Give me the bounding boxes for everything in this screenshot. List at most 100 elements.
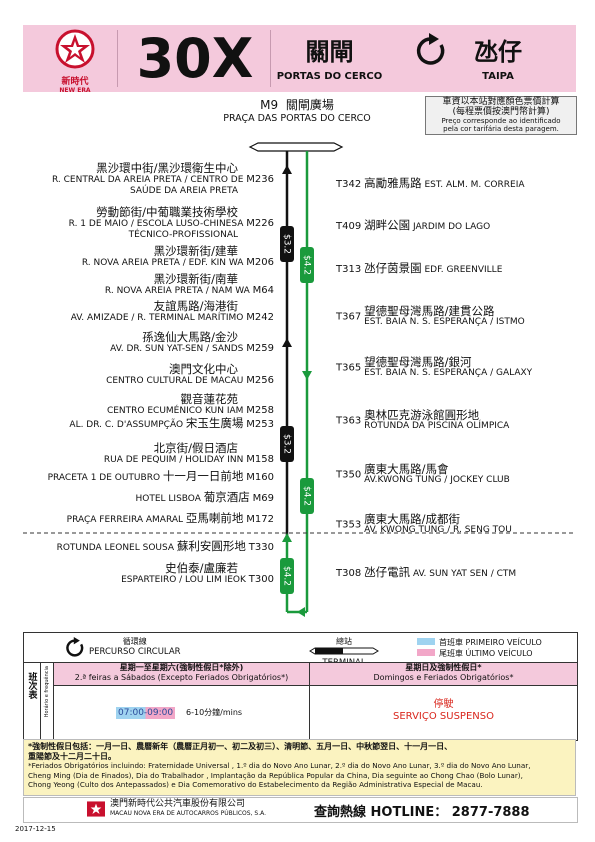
stop-code: M69: [252, 493, 274, 504]
fare-pill-black: [280, 426, 294, 462]
stop-pt: PRACETA 1 DE OUTUBRO: [47, 473, 161, 483]
terminal-bar-icon: [309, 647, 379, 655]
stop-zh: 友誼馬路/海港街: [153, 299, 238, 313]
stop-pt: PRAÇA FERREIRA AMARAL: [66, 515, 184, 525]
terminal-code: M9: [260, 98, 279, 112]
fare-label: $4.2: [282, 566, 292, 586]
stop-zh: 奧林匹克游泳館圓形地: [364, 408, 480, 422]
stop-zh: 望德聖母灣馬路/銀河: [364, 355, 472, 369]
stop-zh: 黑沙環中街/黑沙環衛生中心: [96, 161, 238, 175]
stop-code: T308: [336, 568, 362, 579]
hotline-zh: 查詢熱線: [314, 805, 367, 820]
stop-pt: R. CENTRAL DA AREIA PRETA / CENTRO DE: [51, 175, 244, 185]
stop-pt: EST. BAIA N. S. ESPERANÇA / ISTMO: [364, 317, 525, 327]
stop-zh: 宋玉生廣場: [185, 416, 244, 430]
stop-code: M172: [246, 514, 274, 525]
stop-zh: 蘇利安圓形地: [176, 539, 246, 553]
notes-pt: Chong Yeong (Culto dos Antepassados) e D…: [28, 780, 483, 789]
weekend-zh: 星期日及強制性假日*: [405, 663, 482, 672]
route-number: 30X: [136, 27, 254, 90]
first-bus-swatch: [417, 638, 435, 645]
schedule-side-pt: Horário e frequência: [44, 666, 50, 718]
destination: 氹仔 TAIPA: [458, 32, 538, 82]
direction-arrow-icon: [282, 533, 292, 542]
logo-name-en: NEW ERA: [59, 87, 91, 94]
stop-zh: 北京街/假日酒店: [153, 441, 238, 455]
legend-terminal-zh: 總站: [336, 637, 352, 646]
weekday-header: 星期一至星期六(強制性假日*除外) 2.ª feiras a Sábados (…: [54, 663, 310, 686]
header-banner: [23, 25, 576, 92]
service-frequency: 6-10分鐘/mins: [186, 708, 243, 717]
stop-zh: 黑沙環新街/南華: [153, 272, 238, 286]
stop-zh: 湖畔公園: [364, 218, 411, 232]
stop-zh: 澳門文化中心: [169, 362, 238, 376]
stop-pt: HOTEL LISBOA: [135, 494, 201, 504]
legend-last-zh: 尾班車: [439, 649, 463, 658]
stop-pt: R. 1 DE MAIO / ESCOLA LUSO-CHINESA: [68, 219, 244, 229]
stop-code: M226: [246, 218, 274, 229]
stop-item: AL. DR. C. D'ASSUMPÇÃO 宋玉生廣場 M253: [69, 416, 274, 431]
stop-pt: EST. ALM. M. CORREIA: [424, 180, 525, 190]
direction-arrow-icon: [282, 165, 292, 174]
legend-circular: 循環線 PERCURSO CIRCULAR: [89, 637, 181, 657]
terminal-pt: PRAÇA DAS PORTAS DO CERCO: [223, 113, 371, 124]
star-logo-icon: [87, 801, 105, 817]
stop-pt: TÉCNICO-PROFISSIONAL: [128, 230, 238, 240]
fare-note-line: Preço corresponde ao identificado: [441, 117, 561, 125]
weekday-pt: 2.ª feiras a Sábados (Excepto Feriados O…: [74, 673, 289, 682]
stop-zh: 廣東大馬路/馬會: [364, 462, 449, 476]
hotline: 查詢熱線 HOTLINE： 2877-7888: [314, 801, 530, 820]
stop-pt: ESPARTEIRO / LOU LIM IEOK: [121, 575, 246, 585]
origin-pt: PORTAS DO CERCO: [276, 71, 383, 82]
stop-code: T300: [248, 574, 274, 585]
weekend-pt: Domingos e Feriados Obrigatórios*: [373, 673, 514, 682]
destination-pt: TAIPA: [482, 71, 514, 82]
stop-item: T342 高勵雅馬路 EST. ALM. M. CORREIA: [336, 177, 525, 191]
header-divider: [270, 30, 271, 87]
last-bus-swatch: [417, 649, 435, 656]
schedule-side-zh: 班次表: [26, 672, 37, 699]
weekend-header: 星期日及強制性假日* Domingos e Feriados Obrigatór…: [310, 663, 577, 686]
stop-item: PRAÇA FERREIRA AMARAL 亞馬喇前地 M172: [66, 512, 274, 526]
notes-zh: *強制性假日包括：一月一日、農曆新年（農曆正月初一、初二及初三）、清明節、五月一…: [28, 742, 453, 751]
table-rule: [309, 685, 310, 739]
stop-pt: EST. BAIA N. S. ESPERANÇA / GALAXY: [364, 368, 533, 378]
stop-code: T367: [336, 311, 362, 323]
stop-code: T353: [336, 519, 362, 531]
stop-pt: ROTUNDA DA PISCINA OLÍMPICA: [364, 421, 510, 431]
table-rule: [24, 662, 577, 663]
fare-note: 車資以本站對應顏色票價計算 (每程票價按澳門幣計算) Preço corresp…: [425, 96, 577, 135]
notes-pt: Cheng Ming (Dia de Finados), Dia do Trab…: [28, 770, 523, 780]
suspended-zh: 停駛: [433, 699, 454, 710]
stop-pt: AV. SUN YAT SEN / CTM: [412, 569, 517, 579]
fare-pill-green: [300, 247, 314, 283]
stop-code: T365: [336, 362, 362, 374]
stop-zh: 望德聖母灣馬路/建貫公路: [364, 304, 495, 318]
stop-code: M242: [246, 312, 274, 323]
footer-bar: 澳門新時代公共汽車股份有限公司 MACAU NOVA ERA DE AUTOCA…: [23, 797, 578, 823]
stop-code: M259: [246, 343, 274, 354]
direction-arrow-icon: [297, 607, 305, 617]
suspended-pt: SERVIÇO SUSPENSO: [393, 711, 494, 722]
circular-route-icon: [413, 33, 449, 73]
stop-code: T350: [336, 469, 362, 481]
stop-code: T409: [336, 221, 362, 232]
stop-zh: 史伯泰/盧廉若: [165, 561, 238, 575]
fare-pill-black: [280, 226, 294, 262]
legend-first-last: 首班車 PRIMEIRO VEÍCULO 尾班車 ÚLTIMO VEÍCULO: [417, 637, 542, 659]
stop-item: HOTEL LISBOA 葡京酒店 M69: [135, 491, 275, 505]
stop-code: T363: [336, 415, 362, 427]
